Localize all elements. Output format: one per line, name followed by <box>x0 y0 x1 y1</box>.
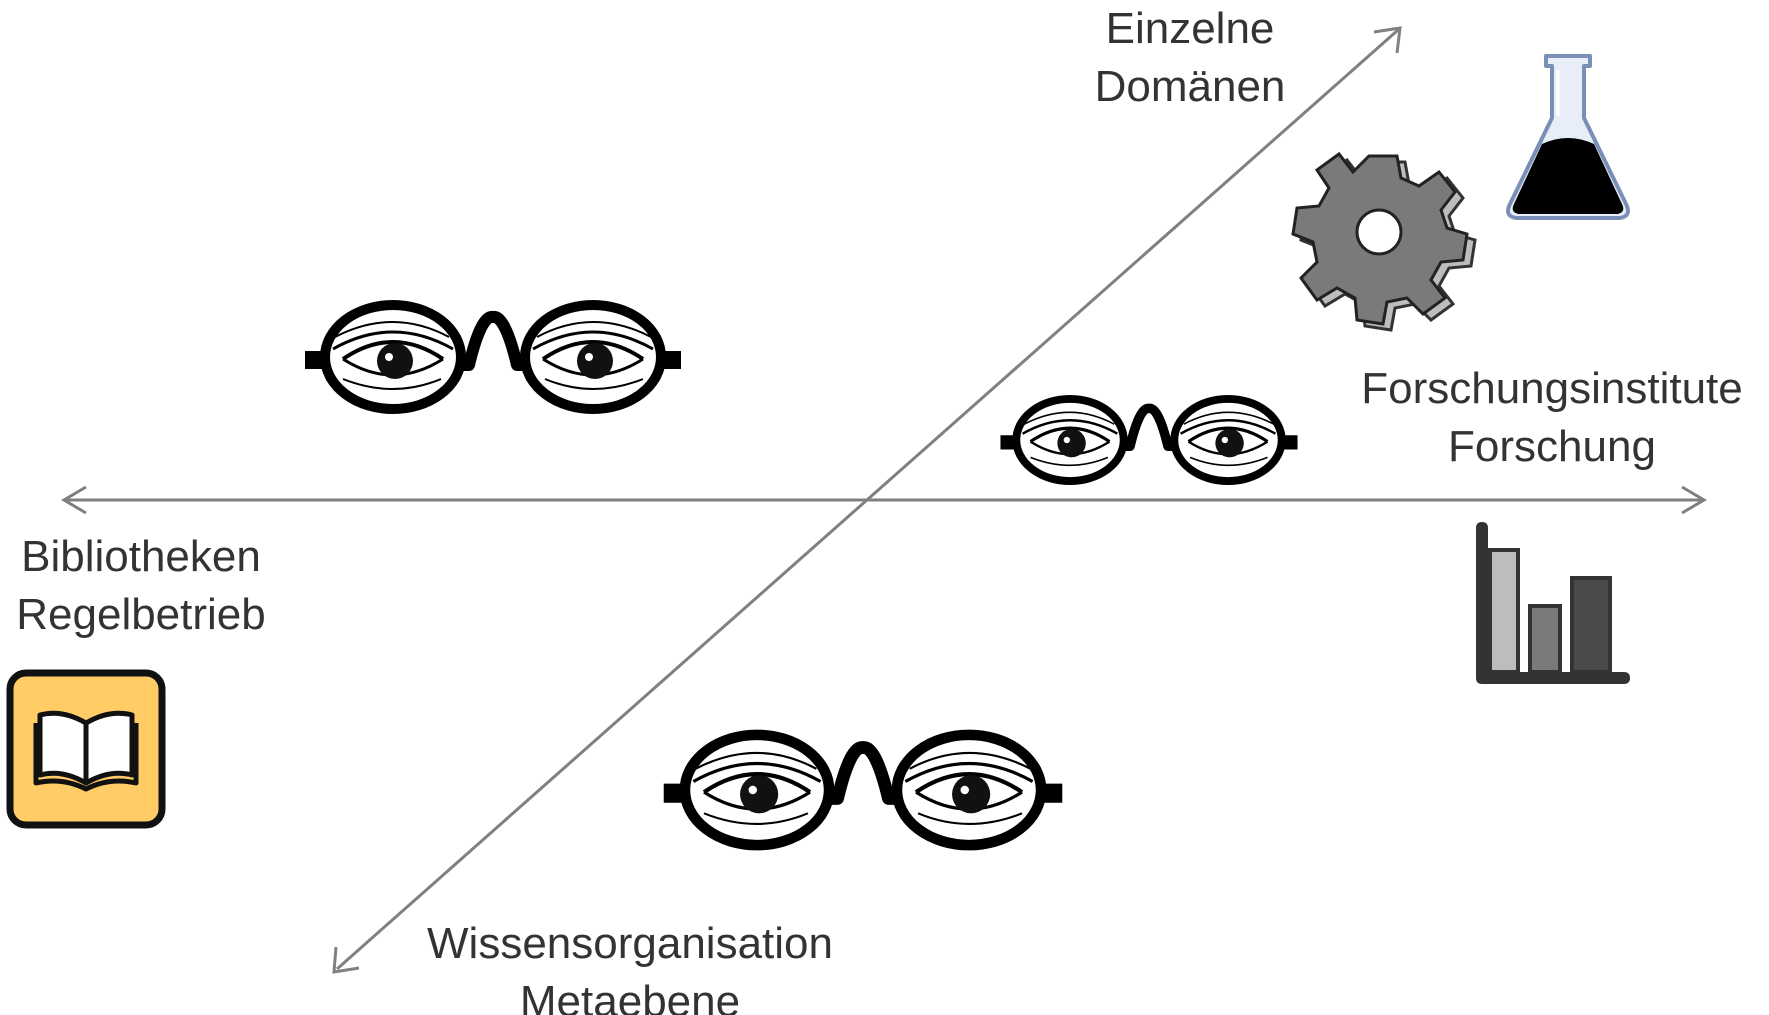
label-line: Forschung <box>1448 422 1656 471</box>
bar-chart-icon <box>1476 522 1630 684</box>
label-wissensorganisation: Wissensorganisation Metaebene <box>400 915 860 1015</box>
open-book-icon <box>6 669 166 829</box>
gear-icon <box>1291 151 1477 332</box>
erlenmeyer-flask-icon <box>1506 54 1630 220</box>
label-forschungsinstitute: Forschungsinstitute Forschung <box>1340 360 1764 476</box>
diagonal-axis <box>332 26 1402 974</box>
label-line: Einzelne <box>1105 4 1275 53</box>
label-line: Bibliotheken <box>21 532 261 581</box>
label-line: Regelbetrieb <box>16 590 266 639</box>
label-line: Metaebene <box>519 977 741 1015</box>
eyeglasses-with-eyes-icon <box>664 735 1063 845</box>
eyeglasses-with-eyes-icon <box>1000 399 1297 481</box>
label-einzelne-domaenen: Einzelne Domänen <box>1070 0 1310 116</box>
horizontal-axis <box>61 485 1707 515</box>
label-line: Domänen <box>1094 62 1286 111</box>
eyeglasses-with-eyes-icon <box>305 305 681 409</box>
label-line: Forschungsinstitute <box>1361 364 1743 413</box>
label-bibliotheken: Bibliotheken Regelbetrieb <box>2 528 280 644</box>
label-line: Wissensorganisation <box>427 919 833 968</box>
